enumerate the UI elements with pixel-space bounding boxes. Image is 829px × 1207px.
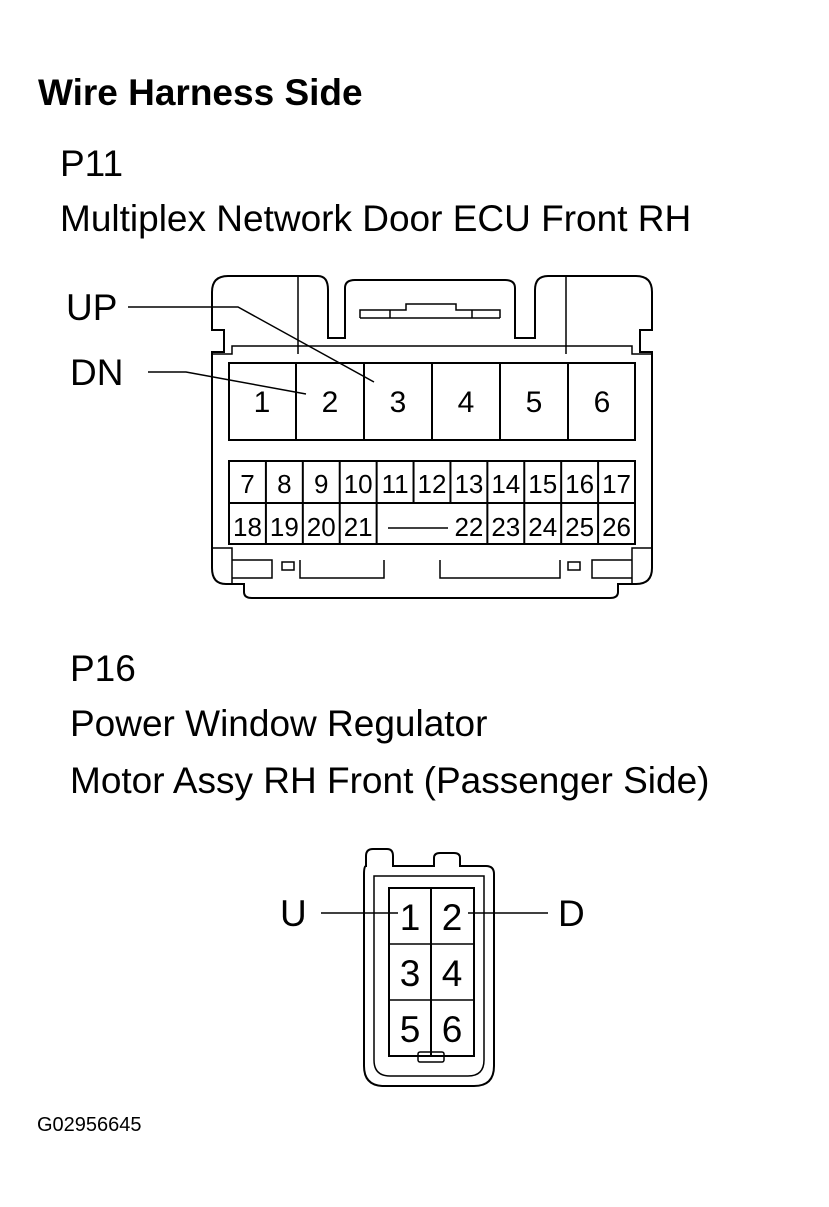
page-heading: Wire Harness Side xyxy=(38,72,363,113)
p11-pin-23: 23 xyxy=(491,512,520,542)
p11-pin-26: 26 xyxy=(602,512,631,542)
p16-connector-code: P16 xyxy=(70,648,136,689)
p16-pin-3: 3 xyxy=(400,953,421,994)
p11-pin-21: 21 xyxy=(344,512,373,542)
p11-pin-7: 7 xyxy=(240,469,254,499)
p11-pin-11: 11 xyxy=(382,469,409,499)
p16-pin-1: 1 xyxy=(400,897,421,938)
p11-pin-13: 13 xyxy=(454,469,483,499)
p11-pin-17: 17 xyxy=(602,469,631,499)
p11-pin-3: 3 xyxy=(390,386,407,419)
p11-pin-10: 10 xyxy=(344,469,373,499)
p11-connector-code: P11 xyxy=(60,143,124,184)
p11-pin-5: 5 xyxy=(526,386,543,419)
p11-pin-9: 9 xyxy=(314,469,328,499)
p11-pin-19: 19 xyxy=(270,512,299,542)
p16-connector-name-line1: Power Window Regulator xyxy=(70,703,488,744)
p11-pin-8: 8 xyxy=(277,469,291,499)
p11-pin-12: 12 xyxy=(418,469,447,499)
p11-pin-6: 6 xyxy=(594,386,611,419)
p11-connector-name: Multiplex Network Door ECU Front RH xyxy=(60,198,692,239)
p16-pin-2: 2 xyxy=(442,897,463,938)
p11-pin-4: 4 xyxy=(458,386,475,419)
figure-id: G02956645 xyxy=(37,1114,142,1136)
p16-callout-d: D xyxy=(558,893,585,934)
p16-pin-4: 4 xyxy=(442,953,463,994)
p11-callout-dn: DN xyxy=(70,352,123,393)
p11-pin-16: 16 xyxy=(565,469,594,499)
p11-pin-1: 1 xyxy=(254,386,271,419)
p11-pin-24: 24 xyxy=(528,512,557,542)
p16-callout-u: U xyxy=(280,893,307,934)
p11-pin-18: 18 xyxy=(233,512,262,542)
p16-connector-name-line2: Motor Assy RH Front (Passenger Side) xyxy=(70,760,710,801)
p11-pin-22: 22 xyxy=(454,512,483,542)
p11-pin-25: 25 xyxy=(565,512,594,542)
p16-pin-5: 5 xyxy=(400,1009,421,1050)
p11-pin-20: 20 xyxy=(307,512,336,542)
p11-pin-14: 14 xyxy=(491,469,520,499)
p11-pin-2: 2 xyxy=(322,386,339,419)
p11-callout-up: UP xyxy=(66,287,117,328)
p11-pin-15: 15 xyxy=(528,469,557,499)
p16-pin-6: 6 xyxy=(442,1009,463,1050)
